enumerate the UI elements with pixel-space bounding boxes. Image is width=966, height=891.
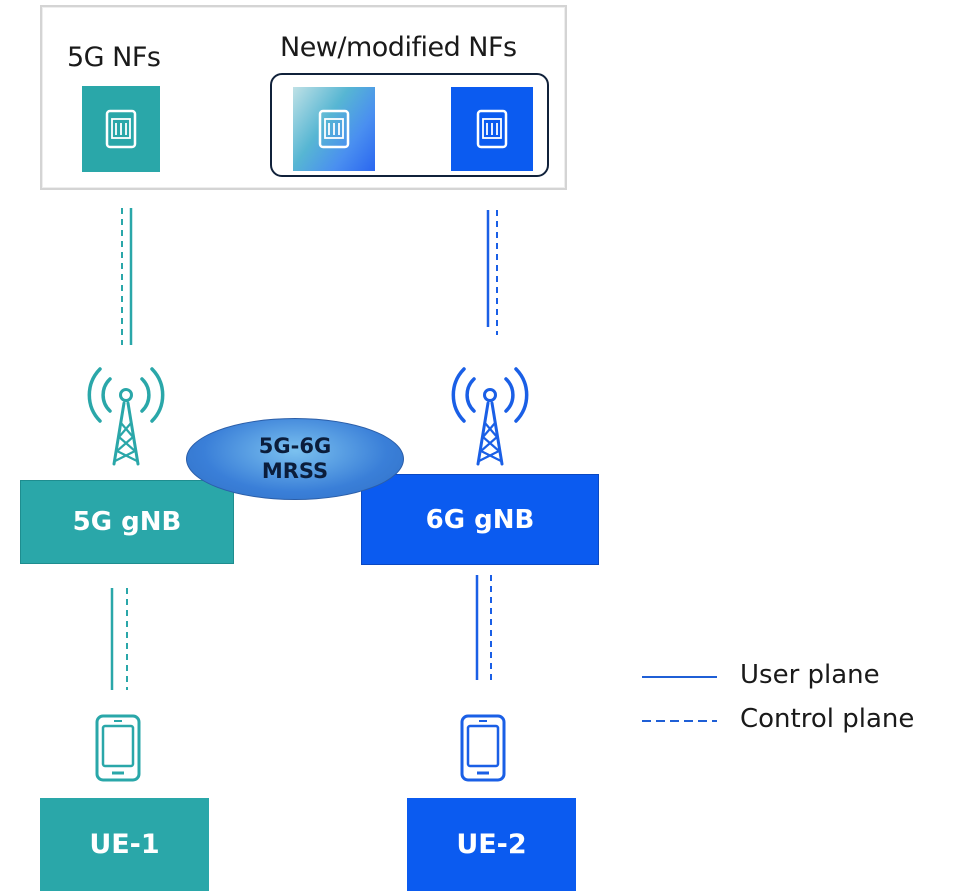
smartphone-icon xyxy=(95,714,141,782)
antenna-tower-icon xyxy=(87,367,165,466)
ue-2[interactable]: UE-2 xyxy=(407,798,576,891)
label-new-modified-nfs: New/modified NFs xyxy=(280,32,517,63)
mrss-label-line2: MRSS xyxy=(261,459,329,483)
mrss-label-line1: 5G-6G xyxy=(258,434,332,458)
label-5g-nfs: 5G NFs xyxy=(67,42,161,73)
ue-2-label: UE-2 xyxy=(456,829,527,860)
nf-modified[interactable] xyxy=(293,87,375,171)
gnb-5g-label: 5G gNB xyxy=(72,507,182,537)
mrss-ellipse[interactable]: 5G-6G MRSS xyxy=(186,418,404,500)
ue-1-label: UE-1 xyxy=(89,829,160,860)
server-icon xyxy=(105,109,137,149)
antenna-tower-icon xyxy=(451,367,529,466)
new-nfs-group xyxy=(270,73,549,177)
server-icon xyxy=(476,109,508,149)
nf-5g[interactable] xyxy=(82,86,160,172)
gnb-5g[interactable]: 5G gNB xyxy=(20,480,234,564)
nf-new[interactable] xyxy=(451,87,533,171)
smartphone-icon xyxy=(460,714,506,782)
gnb-6g[interactable]: 6G gNB xyxy=(361,474,599,565)
ue-1[interactable]: UE-1 xyxy=(40,798,209,891)
legend-user-plane-label: User plane xyxy=(740,660,880,690)
server-icon xyxy=(318,109,350,149)
gnb-6g-label: 6G gNB xyxy=(425,504,535,535)
legend-control-plane-label: Control plane xyxy=(740,704,915,734)
